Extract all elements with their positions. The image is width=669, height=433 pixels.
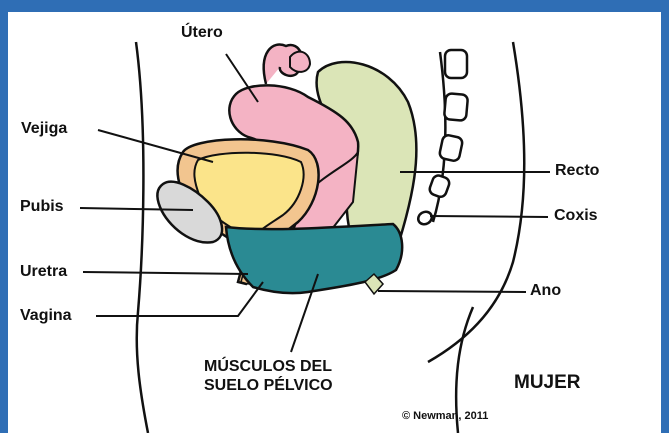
label-vejiga: Vejiga: [21, 120, 67, 138]
label-ano: Ano: [530, 282, 561, 300]
label-pelvic-floor-line2: SUELO PÉLVICO: [204, 376, 333, 395]
leader-uretra: [83, 272, 248, 274]
leader-vagina: [96, 282, 263, 316]
leader-ano: [378, 291, 526, 292]
label-recto: Recto: [555, 162, 599, 180]
label-pelvic-floor: MÚSCULOS DEL SUELO PÉLVICO: [204, 357, 333, 395]
vertebra-2: [444, 93, 468, 121]
vertebra-3: [439, 134, 464, 162]
copyright-text: © Newman, 2011: [402, 410, 488, 422]
vertebra-4: [428, 174, 451, 199]
leader-coxis: [430, 216, 548, 217]
label-pubis: Pubis: [20, 198, 64, 216]
label-coxis: Coxis: [554, 207, 598, 225]
vertebra-1: [445, 50, 467, 78]
label-vagina: Vagina: [20, 307, 72, 325]
label-pelvic-floor-line1: MÚSCULOS DEL: [204, 357, 333, 376]
label-utero: Útero: [181, 24, 223, 42]
body-outline-front: [136, 42, 148, 433]
ovary: [290, 52, 310, 72]
coccyx-bone: [416, 209, 434, 226]
diagram-canvas: Útero Vejiga Pubis Uretra Vagina Recto C…: [8, 12, 661, 433]
body-outline-back: [428, 42, 524, 362]
label-uretra: Uretra: [20, 263, 67, 281]
label-mujer: MUJER: [514, 372, 581, 394]
